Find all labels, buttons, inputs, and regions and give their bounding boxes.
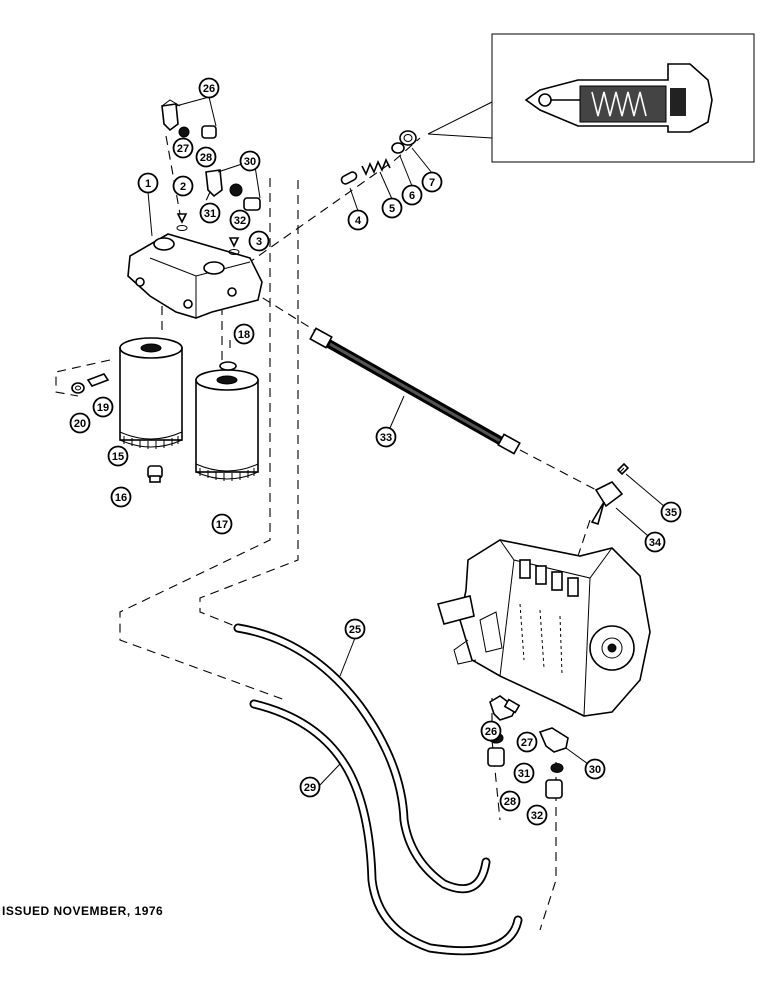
svg-text:7: 7 <box>429 177 435 189</box>
callout-16: 16 <box>110 486 132 508</box>
filter-cartridge-left <box>119 337 183 449</box>
tee-fitting <box>590 462 630 526</box>
callout-34: 34 <box>644 531 666 553</box>
svg-text:32: 32 <box>234 215 246 227</box>
svg-text:19: 19 <box>97 402 109 414</box>
callout-leaders <box>147 96 672 787</box>
callout-3: 3 <box>248 230 270 252</box>
svg-text:27: 27 <box>521 737 533 749</box>
callout-7: 7 <box>421 171 443 193</box>
callout-18: 18 <box>233 323 255 345</box>
callout-20: 20 <box>69 412 91 434</box>
callout-15: 15 <box>107 445 129 467</box>
fuel-pipe-29 <box>249 699 523 956</box>
svg-text:26: 26 <box>485 726 497 738</box>
svg-text:16: 16 <box>115 492 127 504</box>
svg-text:4: 4 <box>355 215 362 227</box>
svg-text:20: 20 <box>74 418 86 430</box>
callout-1: 1 <box>137 172 159 194</box>
callout-25: 25 <box>344 618 366 640</box>
svg-text:6: 6 <box>409 190 415 202</box>
callout-6: 6 <box>401 184 423 206</box>
inset-detail <box>427 33 755 163</box>
callout-29: 29 <box>299 776 321 798</box>
callout-35: 35 <box>660 501 682 523</box>
svg-text:17: 17 <box>216 519 228 531</box>
callout-33: 33 <box>375 426 397 448</box>
fuel-line-33 <box>309 327 521 455</box>
callout-32-top: 32 <box>229 209 251 231</box>
svg-text:34: 34 <box>649 537 662 549</box>
callout-27-bottom: 27 <box>516 731 538 753</box>
fuel-pipe-25 <box>233 623 491 894</box>
svg-text:5: 5 <box>389 203 395 215</box>
callout-28-bottom: 28 <box>499 790 521 812</box>
svg-text:3: 3 <box>256 236 262 248</box>
svg-text:2: 2 <box>180 181 186 193</box>
elbow-fittings-top <box>161 99 261 211</box>
callout-5: 5 <box>381 197 403 219</box>
callout-31-top: 31 <box>199 202 221 224</box>
callout-28-top: 28 <box>195 146 217 168</box>
bleed-screws <box>176 213 240 255</box>
small-hardware <box>71 361 237 483</box>
check-valve-parts <box>340 130 417 185</box>
svg-text:31: 31 <box>204 208 216 220</box>
callout-26-top: 26 <box>198 77 220 99</box>
callout-4: 4 <box>347 209 369 231</box>
callout-32-bottom: 32 <box>526 804 548 826</box>
svg-text:30: 30 <box>589 764 601 776</box>
svg-text:31: 31 <box>518 768 530 780</box>
svg-text:1: 1 <box>145 178 151 190</box>
callout-27-top: 27 <box>172 137 194 159</box>
filter-cartridge-right <box>195 369 259 481</box>
svg-text:25: 25 <box>349 624 361 636</box>
callout-30-top: 30 <box>239 150 261 172</box>
filter-head <box>127 233 263 319</box>
callout-19: 19 <box>92 396 114 418</box>
svg-text:18: 18 <box>238 329 250 341</box>
svg-text:28: 28 <box>504 796 516 808</box>
issued-date-footer: ISSUED NOVEMBER, 1976 <box>2 904 164 918</box>
callout-17: 17 <box>211 513 233 535</box>
svg-text:32: 32 <box>531 810 543 822</box>
svg-text:35: 35 <box>665 507 677 519</box>
callout-26-bottom: 26 <box>480 720 502 742</box>
callout-31-bottom: 31 <box>513 762 535 784</box>
elbow-fittings-bottom <box>487 695 569 799</box>
svg-text:15: 15 <box>112 451 124 463</box>
svg-text:33: 33 <box>380 432 392 444</box>
svg-text:27: 27 <box>177 143 189 155</box>
injection-pump <box>436 539 651 717</box>
svg-text:29: 29 <box>304 782 316 794</box>
callout-2: 2 <box>172 175 194 197</box>
callout-30-bottom: 30 <box>584 758 606 780</box>
svg-text:26: 26 <box>203 83 215 95</box>
svg-text:30: 30 <box>244 156 256 168</box>
svg-text:28: 28 <box>200 152 212 164</box>
